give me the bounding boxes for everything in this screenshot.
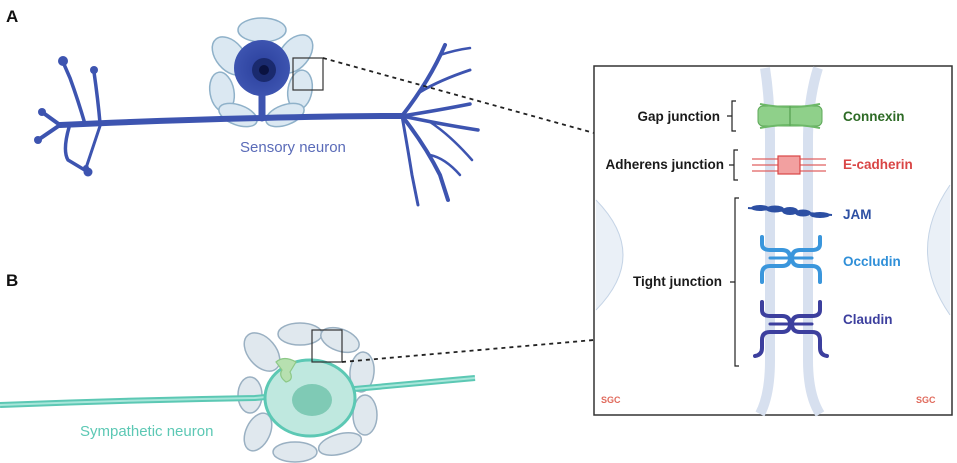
zoom-box-a xyxy=(292,57,324,91)
membrane-right xyxy=(803,66,825,417)
zoom-line-b xyxy=(341,339,595,363)
connexin-structure xyxy=(757,103,823,129)
claudin-structure xyxy=(753,300,829,358)
junction-brackets xyxy=(727,100,739,367)
jam-label: JAM xyxy=(843,207,872,222)
zoom-line-a xyxy=(322,57,595,134)
sympathetic-nucleus xyxy=(292,384,332,416)
sensory-neuron xyxy=(34,17,480,207)
sympathetic-neuron xyxy=(0,322,476,463)
ecadherin-label: E-cadherin xyxy=(843,157,913,172)
panel-letter-b: B xyxy=(6,271,18,290)
dendrite-bulbs xyxy=(34,56,98,177)
satellite-glia-ring-b xyxy=(237,322,378,463)
presynaptic-terminal xyxy=(275,357,297,383)
panel-letter-a: A xyxy=(6,7,18,26)
junction-detail-panel xyxy=(593,65,953,417)
claudin-label: Claudin xyxy=(843,312,893,327)
sgc-label-left: SGC xyxy=(601,395,621,405)
membrane-left xyxy=(755,67,775,417)
occludin-label: Occludin xyxy=(843,254,901,269)
connexin-label: Connexin xyxy=(843,109,905,124)
occludin-structure xyxy=(760,235,822,284)
sensory-neuron-label: Sensory neuron xyxy=(240,139,346,156)
adherens-junction-label: Adherens junction xyxy=(605,157,724,172)
sgc-label-right: SGC xyxy=(916,395,936,405)
gap-junction-label: Gap junction xyxy=(638,109,721,124)
ecadherin-structure xyxy=(752,155,826,175)
zoom-box-b xyxy=(311,329,343,363)
tight-junction-label: Tight junction xyxy=(633,274,722,289)
satellite-glia-ring xyxy=(208,17,314,128)
sympathetic-neuron-label: Sympathetic neuron xyxy=(80,423,213,440)
jam-structure xyxy=(747,205,833,218)
